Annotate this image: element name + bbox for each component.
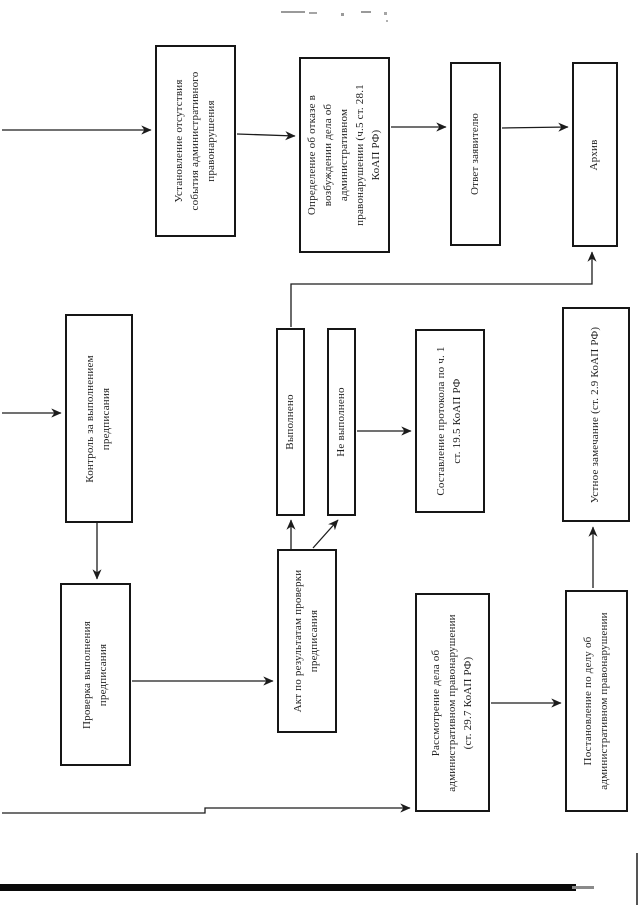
flow-box-ne-vypolneno: Не выполнено [327,328,356,516]
scan-artifact [309,12,317,14]
scan-artifact [386,20,388,22]
flow-box-otvet: Ответ заявителю [450,62,501,246]
flow-box-label: Не выполнено [334,387,347,457]
arrow-entry-to-rassmotrenie [2,803,411,814]
flow-box-label: Постановление по делу об административно… [581,612,610,790]
scan-artifact [384,12,387,15]
flow-box-label: Рассмотрение дела об административном пр… [429,613,474,792]
flow-box-label: Определение об отказе в возбуждении дела… [305,84,382,226]
flow-box-label: Установление отсутствия события админист… [172,71,217,211]
flow-box-label: Выполнено [283,394,296,450]
flow-box-rassmotrenie: Рассмотрение дела об административном пр… [415,593,490,812]
flow-box-ustanovlenie: Установление отсутствия события админист… [155,45,236,237]
arrow-otvet-to-arhiv [501,122,569,132]
flow-box-label: Архив [588,138,601,171]
flow-box-proverka: Проверка выполнения предписания [60,583,131,766]
flow-box-label: Устное замечание (ст. 2.9 КоАП РФ) [589,326,602,503]
scan-artifact [361,11,371,13]
flow-box-postanovlenie: Постановление по делу об административно… [565,590,628,812]
flow-box-label: Проверка выполнения предписания [80,620,109,729]
scan-edge-bar-fade [572,886,594,889]
flow-box-label: Ответ заявителю [468,112,481,196]
flow-box-label: Составление протокола по ч. 1 ст. 19.5 К… [435,346,463,496]
flow-box-ustnoe: Устное замечание (ст. 2.9 КоАП РФ) [562,307,630,522]
flow-box-sostavlenie: Составление протокола по ч. 1 ст. 19.5 К… [415,329,485,513]
scan-artifact [341,13,344,16]
arrow-ustanovlenie-to-opredelenie [236,131,296,141]
scan-edge-line [636,853,638,905]
scan-edge-bar [0,884,576,891]
scan-artifact [281,11,305,13]
arrow-akt-to-ne-vypolneno [312,519,339,549]
flow-box-label: Контроль за выполнением предписания [84,354,112,483]
flow-box-opredelenie: Определение об отказе в возбуждении дела… [299,57,390,253]
arrow-vypolneno-to-arhiv [290,251,597,327]
flow-box-akt: Акт по результатам проверки предписания [277,549,337,733]
flow-box-vypolneno: Выполнено [276,328,305,516]
flow-box-arhiv: Архив [572,62,618,247]
flow-box-kontrol: Контроль за выполнением предписания [65,314,133,523]
flow-box-label: Акт по результатам проверки предписания [292,569,320,713]
